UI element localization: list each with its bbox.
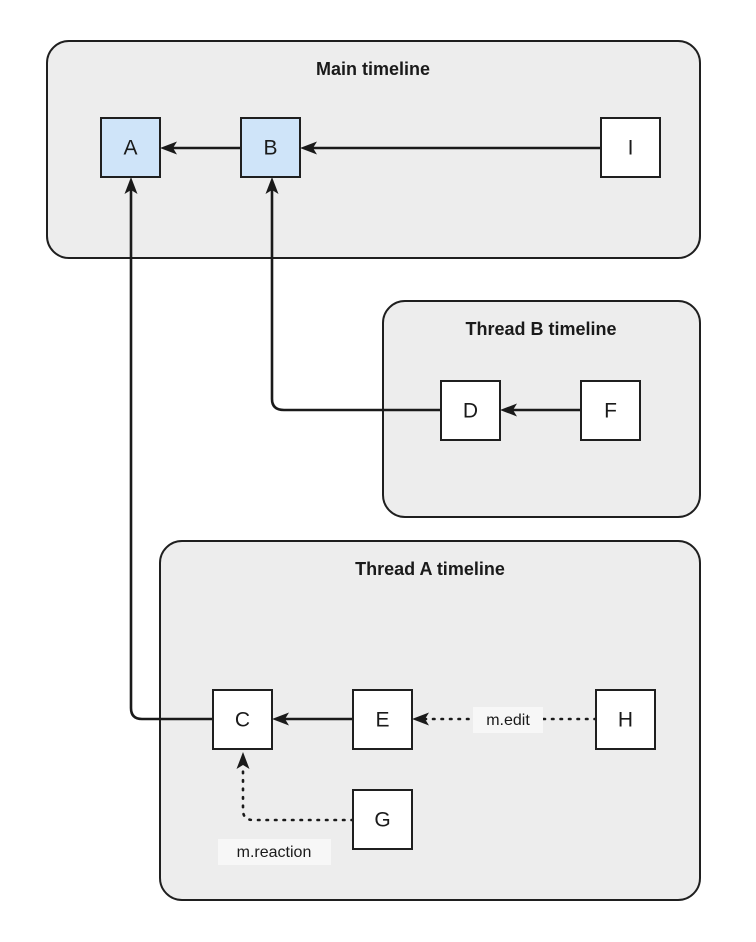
edge-g-to-c-label: m.reaction (237, 844, 312, 861)
node-a-label: A (123, 137, 137, 160)
node-e[interactable]: E (352, 689, 413, 750)
edge-g-to-c-label-background (218, 839, 331, 865)
group-thread-a-timeline-title: Thread A timeline (355, 559, 505, 579)
edge-i-to-b[interactable] (300, 141, 601, 155)
edge-d-to-b-line (270, 190, 441, 412)
node-d-box[interactable] (440, 380, 501, 441)
edge-f-to-d[interactable] (500, 403, 581, 417)
node-a-box[interactable] (100, 117, 161, 178)
group-main-timeline[interactable]: Main timeline (46, 40, 701, 259)
node-e-label: E (375, 709, 389, 732)
group-thread-b-timeline-title: Thread B timeline (465, 319, 616, 339)
group-thread-a-timeline[interactable]: Thread A timeline (159, 540, 701, 901)
node-g[interactable]: G (352, 789, 413, 850)
node-g-label: G (374, 809, 390, 832)
edge-c-to-a-line (129, 190, 213, 721)
edge-h-to-e-label: m.edit (486, 712, 530, 729)
edge-f-to-d-arrowhead (500, 403, 517, 417)
edge-c-to-a[interactable] (124, 177, 214, 721)
node-c[interactable]: C (212, 689, 273, 750)
node-i-box[interactable] (600, 117, 661, 178)
node-i-label: I (628, 137, 634, 160)
edge-e-to-c[interactable] (272, 712, 353, 726)
edge-g-to-c[interactable]: m.reaction (218, 752, 355, 865)
edge-d-to-b[interactable] (265, 177, 442, 412)
node-i[interactable]: I (600, 117, 661, 178)
node-e-box[interactable] (352, 689, 413, 750)
node-b[interactable]: B (240, 117, 301, 178)
node-f-box[interactable] (580, 380, 641, 441)
node-d[interactable]: D (440, 380, 501, 441)
group-main-timeline-box[interactable] (46, 40, 701, 259)
node-c-label: C (235, 709, 250, 732)
node-h-box[interactable] (595, 689, 656, 750)
edge-g-to-c-arrowhead (236, 752, 250, 769)
edge-h-to-e-arrowhead (412, 712, 429, 726)
node-f[interactable]: F (580, 380, 641, 441)
group-thread-a-timeline-box[interactable] (159, 540, 701, 901)
edge-c-to-a-arrowhead (124, 177, 138, 194)
node-d-label: D (463, 400, 478, 423)
edge-b-to-a[interactable] (160, 141, 241, 155)
edge-d-to-b-arrowhead (265, 177, 279, 194)
node-h-label: H (618, 709, 633, 732)
edge-i-to-b-arrowhead (300, 141, 317, 155)
group-main-timeline-title: Main timeline (316, 59, 430, 79)
edge-e-to-c-arrowhead (272, 712, 289, 726)
node-b-box[interactable] (240, 117, 301, 178)
edge-h-to-e-label-background (473, 707, 543, 733)
node-f-label: F (604, 400, 617, 423)
node-c-box[interactable] (212, 689, 273, 750)
edge-b-to-a-arrowhead (160, 141, 177, 155)
node-a[interactable]: A (100, 117, 161, 178)
node-h[interactable]: H (595, 689, 656, 750)
node-g-box[interactable] (352, 789, 413, 850)
node-b-label: B (263, 137, 277, 160)
edge-h-to-e[interactable]: m.edit (412, 707, 598, 733)
